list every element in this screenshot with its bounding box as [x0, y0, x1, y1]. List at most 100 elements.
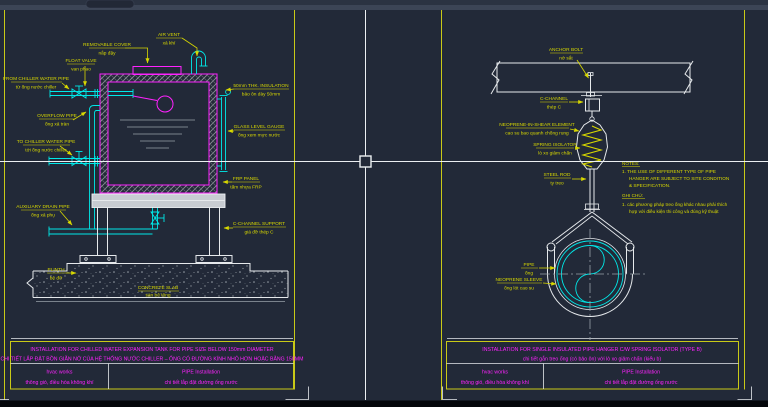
label-text-vn: từ ống nước chiller	[16, 85, 57, 91]
label-text-vn: ống xả tràn	[45, 122, 69, 128]
label-text: NEOPRENE SLEEVE	[496, 277, 543, 283]
label-spring-isolator: SPRING ISOLATOR lò xo giảm chấn	[533, 142, 581, 157]
label-pipe: PIPE ống	[521, 262, 556, 277]
sheet-frame-borders	[4, 10, 745, 400]
label-text-vn: lò xo giảm chấn	[538, 151, 572, 157]
label-text: AIR VENT	[158, 32, 180, 38]
label-text: OVERFLOW PIPE	[37, 113, 77, 119]
label-text: CONCRETE SLAB	[138, 285, 179, 291]
label-text-vn: ống xả phụ	[31, 213, 55, 219]
label-text-vn: giá đỡ thép C	[244, 230, 274, 236]
top-ui-bar	[0, 0, 768, 10]
right-annotations: ANCHOR BOLT nở sắt C-CHANNEL thép C NEOP…	[496, 47, 730, 292]
category-cell-vn: chi tiết lắp đặt đường ống nước	[165, 379, 238, 386]
label-text: REMOVABLE COVER	[83, 42, 131, 48]
label-text-vn: thép C	[547, 105, 562, 111]
label-c-channel-support: C-CHANNEL SUPPORT giá đỡ thép C	[223, 221, 286, 236]
bottom-edge-strip	[0, 400, 768, 407]
notes-line-vn: hợp với điều kiện thi công và đúng kỹ th…	[629, 209, 719, 214]
title-block-right: INSTALLATION FOR SINGLE INSULATED PIPE H…	[446, 341, 739, 390]
label-neoprene-sleeve: NEOPRENE SLEEVE ống lót cao su	[496, 277, 557, 292]
float-ball[interactable]	[156, 95, 174, 113]
overflow-and-drain-piping[interactable]	[48, 105, 165, 237]
left-drawing-expansion-tank[interactable]: REMOVABLE COVER nắp đậy AIR VENT xả khí …	[3, 32, 289, 302]
notes-line: & SPECIFICATION.	[629, 183, 670, 188]
label-text-vn: bảo ôn dày 50mm	[242, 92, 280, 98]
ui-tab-shape[interactable]	[85, 0, 135, 9]
sheet-title-vn: chi tiết gắn treo ống (có bảo ôn) với lò…	[523, 356, 662, 363]
label-text-vn: nở sắt	[559, 55, 573, 62]
left-annotations: REMOVABLE COVER nắp đậy AIR VENT xả khí …	[3, 32, 289, 299]
removable-cover-shape[interactable]	[132, 66, 182, 75]
category-cell: PIPE Installation	[622, 370, 660, 376]
category-cell: PIPE Installation	[182, 370, 220, 376]
label-auxiliary-drain-pipe: AUXILIARY DRAIN PIPE ống xả phụ	[16, 204, 73, 226]
label-text: C-CHANNEL	[540, 96, 568, 102]
label-text: AUXILIARY DRAIN PIPE	[16, 204, 69, 210]
label-text: 50mm THK. INSULATION	[233, 83, 289, 89]
label-text: TO CHILLER WATER PIPE	[17, 139, 76, 145]
sheet-title: INSTALLATION FOR CHILLED WATER EXPANSION…	[30, 347, 274, 353]
label-removable-cover: REMOVABLE COVER nắp đậy	[83, 42, 150, 64]
break-line	[683, 60, 694, 95]
label-text: ANCHOR BOLT	[549, 47, 583, 53]
notes-heading-vn: GHI CHÚ:	[622, 192, 643, 198]
crosshair-cursor[interactable]	[0, 10, 768, 400]
label-glass-level-gauge: GLASS LEVEL GAUGE ống xem mực nước	[227, 124, 285, 139]
viewport-corner-marks	[0, 386, 752, 400]
break-line	[490, 60, 501, 95]
label-text-vn: ống	[525, 271, 533, 277]
break-line	[26, 271, 34, 298]
label-frp-panel: FRP PANEL tấm nhựa FRP	[222, 176, 262, 191]
label-text: FRP PANEL	[233, 176, 260, 182]
label-plinth: PLINTH bệ đỡ	[47, 267, 77, 282]
inlet-pipe-and-float-valve[interactable]	[49, 85, 174, 113]
label-concrete-slab: CONCRETE SLAB sàn bê tông	[138, 285, 179, 299]
label-from-chiller-water-pipe: FROM CHILLER WATER PIPE từ ống nước chil…	[3, 76, 70, 91]
label-text: STEEL ROD	[543, 172, 571, 178]
notes-line: HANGER ARE SUBJECT TO SITE CONDITION	[629, 176, 729, 181]
category-cell-vn: chi tiết lắp đặt đường ống nước	[605, 379, 678, 386]
tank-body[interactable]	[99, 66, 218, 194]
label-text-vn: tấm nhựa FRP	[230, 185, 261, 191]
pickbox[interactable]	[359, 155, 372, 168]
label-text-vn: ty treo	[550, 181, 564, 187]
glass-level-gauge[interactable]	[217, 89, 231, 172]
discipline-cell-vn: thông gió, điều hòa không khí	[461, 380, 530, 386]
label-text-vn: ống xem mực nước	[238, 133, 281, 139]
air-vent-pipe[interactable]	[191, 50, 208, 74]
tank-support-stand[interactable]	[79, 193, 233, 263]
label-text-vn: sàn bê tông	[145, 293, 170, 299]
ceiling-slab[interactable]	[490, 60, 694, 95]
concrete-slab[interactable]	[26, 263, 289, 302]
label-to-chiller-water-pipe: TO CHILLER WATER PIPE tới ống nước chill…	[17, 139, 76, 156]
label-text: C-CHANNEL SUPPORT	[233, 221, 285, 227]
label-text: FLOAT VALVE	[65, 58, 96, 64]
label-c-channel: C-CHANNEL thép C	[540, 96, 584, 111]
label-neoprene-in-shear: NEOPRENE-IN-SHEAR ELEMENT cao su bao qua…	[499, 122, 580, 137]
sheet-title: INSTALLATION FOR SINGLE INSULATED PIPE H…	[482, 347, 702, 353]
right-drawing-pipe-hanger[interactable]: ANCHOR BOLT nở sắt C-CHANNEL thép C NEOP…	[490, 47, 730, 340]
label-text-vn: nắp đậy	[98, 50, 116, 57]
label-text: GLASS LEVEL GAUGE	[234, 124, 285, 130]
anchor-and-bracket[interactable]	[581, 72, 602, 122]
discipline-cell: hvac works	[47, 370, 73, 376]
notes-line-vn: 1. các phương pháp treo ống khác nhau ph…	[622, 202, 728, 207]
label-text: FROM CHILLER WATER PIPE	[3, 76, 69, 82]
label-air-vent: AIR VENT xả khí	[156, 32, 199, 57]
label-steel-rod: STEEL ROD ty treo	[543, 172, 587, 187]
label-text-vn: cao su bao quanh chống rung	[505, 131, 569, 137]
discipline-cell-vn: thông gió, điều hòa không khí	[25, 380, 94, 386]
label-text: NEOPRENE-IN-SHEAR ELEMENT	[499, 122, 574, 128]
label-text: PIPE	[524, 262, 535, 268]
notes-line: 1. THE USE OF DIFFERENT TYPE OF PIPE	[622, 169, 716, 174]
label-text-vn: xả khí	[163, 41, 176, 47]
steel-rod-shape[interactable]	[584, 169, 600, 212]
title-block-left: INSTALLATION FOR CHILLED WATER EXPANSION…	[1, 341, 304, 390]
label-text: PLINTH	[47, 267, 65, 273]
water-level-lines	[120, 119, 195, 149]
sheet-title-vn: CHI TIẾT LẮP ĐẶT BỒN GIÃN NỞ CỦA HỆ THỐN…	[1, 355, 304, 363]
label-text-vn: van phao	[71, 67, 91, 73]
